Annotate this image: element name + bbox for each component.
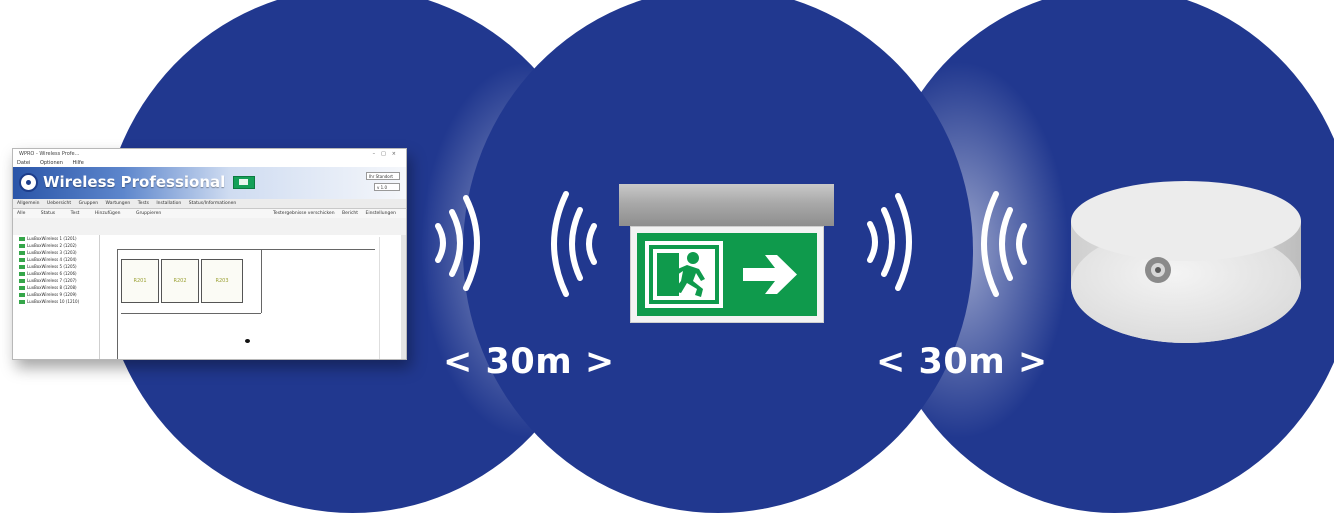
signal-waves-icon [430,188,502,298]
tree-item-label: LuxBoxWireless 9 (1209) [27,292,77,297]
status-led-icon [19,293,25,297]
toolbar-button[interactable]: Alle [17,211,25,216]
tree-item-label: LuxBoxWireless 4 (1204) [27,257,77,262]
exit-sign-icon [233,176,255,189]
tree-item-label: LuxBoxWireless 10 (1210) [27,299,79,304]
status-led-icon [19,258,25,262]
tree-item-label: LuxBoxWireless 2 (1202) [27,243,77,248]
exit-sign-mount [619,184,834,226]
status-led-icon [19,286,25,290]
banner-version: v 1.0 [374,183,400,191]
status-led-icon [19,300,25,304]
toolbar-button[interactable]: Test [71,211,80,216]
tree-item[interactable]: LuxBoxWireless 7 (1207) [19,278,99,284]
distance-label-left: < 30m > [443,342,615,382]
scrollbar[interactable] [401,235,406,359]
tab[interactable]: Uebersicht [47,201,71,206]
tree-item[interactable]: LuxBoxWireless 3 (1203) [19,250,99,256]
toolbar-button[interactable]: Gruppieren [136,211,161,216]
status-led-icon [19,279,25,283]
room[interactable]: R202 [161,259,199,303]
exit-sign [630,226,824,323]
window-toolbar: Alle Status Test Hinzufügen Gruppieren T… [13,209,406,218]
tree-item[interactable]: LuxBoxWireless 6 (1206) [19,271,99,277]
room[interactable]: R203 [201,259,243,303]
toolbar-button[interactable]: Einstellungen [365,211,396,216]
tree-item[interactable]: LuxBoxWireless 1 (1201) [19,236,99,242]
plan-marker[interactable] [245,339,250,343]
tree-item[interactable]: LuxBoxWireless 4 (1204) [19,257,99,263]
window-title: WPRO - Wireless Profe... [19,151,79,157]
app-title: Wireless Professional [43,173,225,191]
running-man-icon [645,241,723,308]
sensor-puck-icon [1063,175,1309,351]
side-panel [379,237,400,359]
window-tabs: Allgemein Uebersicht Gruppen Wartungen T… [13,199,406,209]
toolbar-button[interactable]: Status [41,211,55,216]
tree-item-label: LuxBoxWireless 1 (1201) [27,236,77,241]
window-body: LuxBoxWireless 1 (1201) LuxBoxWireless 2… [13,235,406,359]
toolbar-right: Testergebnisse verschicken Bericht Einst… [273,209,402,218]
toolbar-button[interactable]: Testergebnisse verschicken [273,211,335,216]
signal-waves-icon [960,184,1032,304]
window-menu: Datei Optionen Hilfe [13,159,406,167]
banner-select[interactable]: Ihr Standort [366,172,400,180]
signal-waves-icon [530,184,602,304]
tree-item[interactable]: LuxBoxWireless 8 (1208) [19,285,99,291]
tree-item-label: LuxBoxWireless 5 (1205) [27,264,77,269]
toolbar-button[interactable]: Hinzufügen [95,211,121,216]
exit-sign-green-panel [637,233,817,316]
menu-item[interactable]: Hilfe [72,160,83,166]
tab[interactable]: Status/Informationen [189,201,237,206]
room[interactable]: R201 [121,259,159,303]
tree-item[interactable]: LuxBoxWireless 5 (1205) [19,264,99,270]
menu-item[interactable]: Optionen [40,160,63,166]
arrow-right-icon [739,249,805,300]
tab[interactable]: Installation [156,201,181,206]
plan-wall [261,249,262,313]
window-controls[interactable]: –□× [373,149,402,159]
plan-wall [121,313,261,314]
device-tree: LuxBoxWireless 1 (1201) LuxBoxWireless 2… [17,235,100,359]
menu-item[interactable]: Datei [17,160,30,166]
tab[interactable]: Allgemein [17,201,39,206]
plan-wall [117,249,375,250]
tab[interactable]: Gruppen [79,201,99,206]
tab[interactable]: Tests [138,201,149,206]
status-led-icon [19,244,25,248]
tree-item[interactable]: LuxBoxWireless 10 (1210) [19,299,99,305]
tree-item-label: LuxBoxWireless 8 (1208) [27,285,77,290]
signal-waves-icon [862,186,934,298]
status-led-icon [19,237,25,241]
floor-plan[interactable]: R201 R202 R203 [117,249,375,359]
tree-item-label: LuxBoxWireless 3 (1203) [27,250,77,255]
distance-label-right: < 30m > [876,342,1048,382]
plan-wall [117,249,118,359]
tab[interactable]: Wartungen [106,201,131,206]
tree-item-label: LuxBoxWireless 7 (1207) [27,278,77,283]
software-window: WPRO - Wireless Profe... –□× Datei Optio… [12,148,407,360]
tree-item-label: LuxBoxWireless 6 (1206) [27,271,77,276]
status-led-icon [19,251,25,255]
app-logo-icon [19,173,38,192]
tree-item[interactable]: LuxBoxWireless 2 (1202) [19,243,99,249]
tree-item[interactable]: LuxBoxWireless 9 (1209) [19,292,99,298]
window-titlebar: WPRO - Wireless Profe... –□× [13,149,406,159]
status-led-icon [19,272,25,276]
status-led-icon [19,265,25,269]
app-banner: Wireless Professional Ihr Standort v 1.0 [13,167,406,199]
toolbar-button[interactable]: Bericht [342,211,358,216]
